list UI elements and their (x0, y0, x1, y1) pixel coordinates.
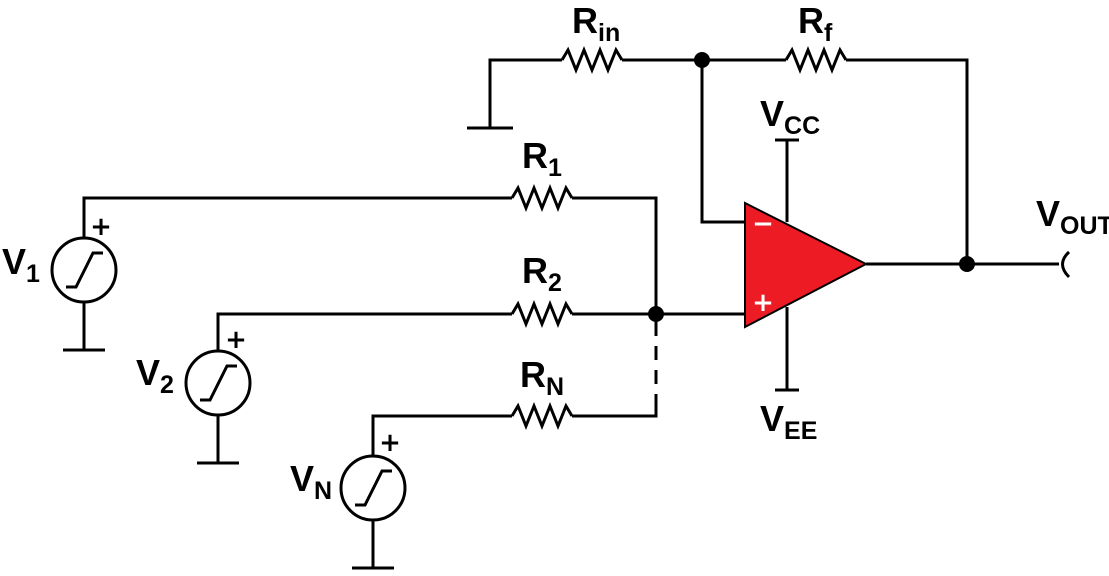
vn-wire (371, 414, 512, 457)
vn-plus-sign: + (379, 428, 401, 458)
inverting-pin-sign: − (752, 209, 774, 239)
rin-ground-wire (488, 58, 562, 128)
r2-resistor (510, 299, 574, 329)
rf-label: Rf (798, 0, 833, 47)
r1-to-node-wire (572, 196, 658, 314)
rn-to-dash-wire (572, 404, 658, 418)
vee-label: VEE (760, 398, 817, 445)
v1-wire (82, 196, 512, 238)
feedback-network (467, 45, 969, 264)
source-v2: + (184, 325, 252, 465)
op-amp-triangle (744, 201, 869, 329)
r1-label: R1 (522, 135, 562, 182)
op-amp: − + (744, 138, 869, 392)
summing-node (648, 306, 664, 322)
r2-label: R2 (522, 250, 562, 297)
vout-label: VOUT (1036, 193, 1109, 240)
rf-resistor (784, 45, 848, 75)
noninverting-pin-sign: + (752, 288, 774, 318)
output-section (866, 250, 1071, 279)
ramp-symbol (200, 364, 237, 402)
output-node (959, 256, 975, 272)
feedback-node (694, 52, 710, 68)
v2-wire (216, 312, 512, 352)
output-terminal-icon (1061, 250, 1071, 279)
source-v1: + (50, 212, 118, 352)
ramp-symbol (66, 251, 103, 289)
inverting-input-wire (700, 60, 745, 224)
v1-plus-sign: + (90, 212, 112, 242)
r1-resistor (510, 183, 574, 213)
rin-resistor (560, 45, 624, 75)
rn-resistor (510, 401, 574, 431)
rf-to-output-wire (846, 58, 969, 264)
rin-label: Rin (572, 0, 620, 47)
input-network (82, 183, 745, 457)
source-vn: + (339, 428, 407, 570)
v1-label: V1 (2, 241, 40, 288)
ramp-symbol (355, 469, 392, 507)
vn-label: VN (290, 458, 332, 505)
rn-label: RN (520, 354, 564, 401)
v2-plus-sign: + (225, 325, 247, 355)
vcc-label: VCC (760, 93, 820, 140)
v2-label: V2 (136, 352, 174, 399)
